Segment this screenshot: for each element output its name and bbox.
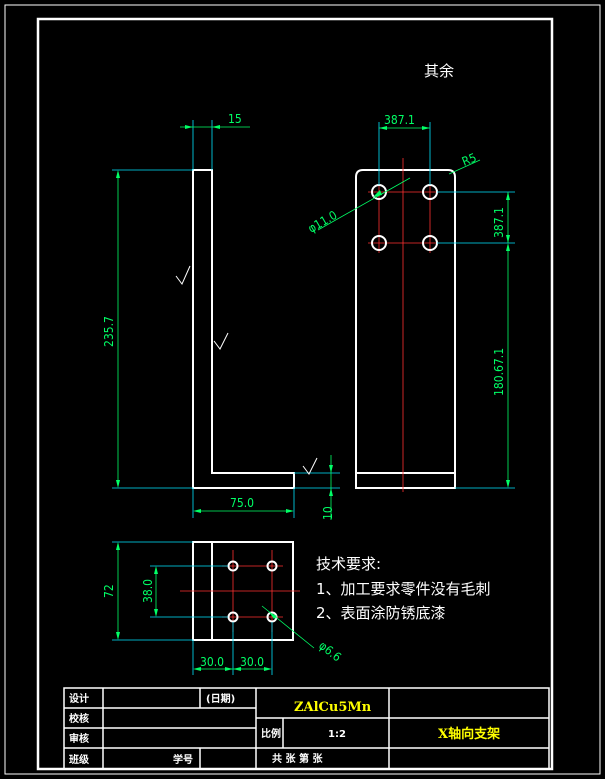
front-arrowheads — [116, 125, 333, 513]
tb-student-no-label: 学号 — [173, 753, 193, 766]
tb-part-name: X轴向支架 — [438, 726, 500, 742]
side-dimension-lines — [317, 127, 509, 486]
top-center-lines — [180, 550, 300, 632]
hole — [266, 611, 278, 623]
hole — [266, 560, 278, 572]
side-view: 387.1 R5 φ11.0 387.1 180.67.1 — [306, 113, 515, 492]
tb-review-label: 审核 — [69, 732, 89, 745]
tech-item-2: 2、表面涂防锈底漆 — [316, 604, 446, 622]
top-extension-lines — [112, 541, 273, 675]
l-profile-outline — [192, 169, 295, 489]
tech-item-1: 1、加工要求零件没有毛刺 — [316, 580, 491, 598]
dim-radius: R5 — [460, 150, 479, 168]
dim-bottom-width: 72 — [102, 584, 116, 598]
top-holes — [227, 560, 278, 623]
front-dimension-lines — [117, 126, 332, 520]
tb-material: ZAlCu5Mn — [294, 700, 372, 715]
dim-bottom-x1: 30.0 — [200, 655, 224, 669]
drawing-frame — [4, 4, 601, 775]
tb-design-label: 设计 — [69, 692, 89, 705]
tb-scale-value: 1:2 — [328, 729, 346, 740]
plate-outline — [355, 169, 456, 489]
title-block-grid — [63, 687, 550, 770]
hole — [371, 235, 387, 251]
dim-base-length: 75.0 — [230, 496, 254, 510]
dim-bottom-hole-diameter: φ6.6 — [316, 638, 344, 664]
tech-title: 技术要求: — [316, 555, 381, 573]
roughness-symbols — [175, 265, 318, 475]
top-arrowheads — [116, 542, 277, 671]
dim-hole-span-x: 387.1 — [384, 113, 415, 127]
side-arrowheads — [373, 126, 510, 488]
front-extension-lines — [112, 120, 340, 518]
side-extension-lines — [378, 122, 515, 489]
dim-hole-diameter: φ11.0 — [306, 208, 340, 236]
dim-height-total: 235.7 — [102, 316, 116, 347]
tb-class-label: 班级 — [69, 753, 90, 766]
hole — [227, 560, 239, 572]
front-view: 15 235.7 75.0 10 — [102, 112, 340, 520]
dim-bottom-x2: 30.0 — [240, 655, 264, 669]
technical-requirements: 技术要求: 1、加工要求零件没有毛刺 2、表面涂防锈底漆 — [316, 555, 491, 622]
dim-hole-from-bottom: 180.67.1 — [492, 348, 506, 396]
roughness-note: 其余 — [424, 62, 454, 80]
dim-base-thickness: 10 — [321, 506, 335, 520]
title-block: 设计 校核 审核 班级 学号 (日期) ZAlCu5Mn 比例 1:2 共 张 … — [63, 687, 550, 770]
hole — [227, 611, 239, 623]
dim-thickness-top: 15 — [228, 112, 242, 126]
tb-check-label: 校核 — [69, 712, 89, 725]
tb-sheets: 共 张 第 张 — [272, 752, 323, 765]
top-dimension-lines — [117, 544, 315, 670]
dim-hole-span-y: 387.1 — [492, 207, 506, 238]
top-view: 72 38.0 30.0 30.0 φ6.6 — [102, 541, 344, 675]
side-center-lines — [368, 158, 440, 492]
tb-date-label: (日期) — [206, 692, 235, 705]
tb-scale-label: 比例 — [261, 727, 281, 740]
dim-bottom-hole-span-y: 38.0 — [141, 579, 155, 603]
